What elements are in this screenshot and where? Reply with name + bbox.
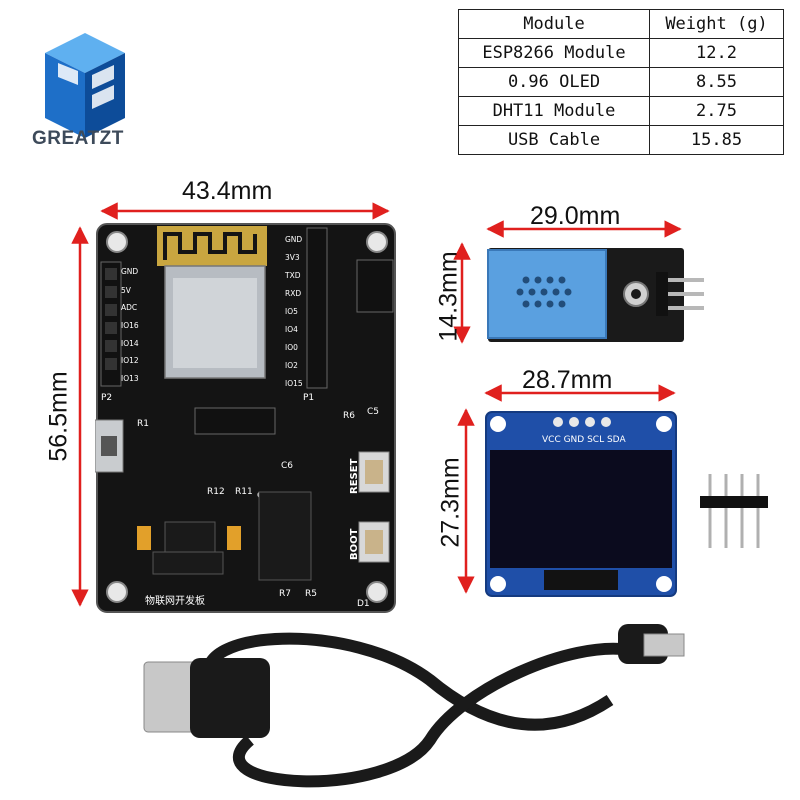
svg-text:BOOT: BOOT [349, 528, 360, 560]
svg-text:R1: R1 [137, 419, 149, 429]
oled-width-label: 28.7mm [522, 366, 613, 394]
usb-cable [143, 624, 685, 788]
svg-text:R5: R5 [305, 589, 317, 599]
pin-label-gnd-left: GND [121, 267, 138, 276]
table-cell-weight: 15.85 [649, 125, 784, 155]
svg-text:R7: R7 [279, 589, 291, 599]
svg-text:TXD: TXD [284, 271, 301, 280]
svg-text:P2: P2 [101, 393, 112, 403]
oled-height-label: 27.3mm [436, 457, 465, 548]
table-row: 0.96 OLED 8.55 [458, 67, 784, 97]
table-row: ESP8266 Module 12.2 [458, 38, 784, 68]
svg-text:5V: 5V [121, 286, 132, 295]
svg-text:IO0: IO0 [285, 343, 298, 352]
svg-text:物联网开发板: 物联网开发板 [145, 594, 205, 607]
svg-text:RESET: RESET [349, 458, 360, 494]
table-row: DHT11 Module 2.75 [458, 96, 784, 126]
svg-text:C6: C6 [281, 461, 293, 471]
board-width-label: 43.4mm [182, 177, 273, 205]
svg-text:ADC: ADC [121, 303, 137, 312]
svg-text:3V3: 3V3 [285, 253, 300, 262]
oled-pin-labels: VCC GND SCL SDA [542, 435, 626, 445]
svg-text:IO14: IO14 [121, 339, 139, 348]
table-cell-module: USB Cable [458, 125, 650, 155]
svg-text:R6: R6 [343, 411, 355, 421]
table-row: USB Cable 15.85 [458, 125, 784, 155]
svg-text:IO15: IO15 [285, 379, 303, 388]
table-header-row: Module Weight (g) [458, 9, 784, 39]
table-cell-module: 0.96 OLED [458, 67, 650, 97]
pin-header [700, 474, 768, 548]
weight-table: Module Weight (g) ESP8266 Module 12.2 0.… [458, 9, 784, 155]
greatzt-logo [45, 33, 125, 138]
svg-text:P1: P1 [303, 393, 314, 403]
dht-width-label: 29.0mm [530, 202, 621, 230]
svg-text:R12: R12 [207, 487, 225, 497]
table-cell-module: DHT11 Module [458, 96, 650, 126]
svg-text:IO4: IO4 [285, 325, 298, 334]
svg-text:IO13: IO13 [121, 374, 139, 383]
svg-text:D1: D1 [357, 599, 370, 609]
table-cell-module: ESP8266 Module [458, 38, 650, 68]
oled-module: VCC GND SCL SDA [485, 411, 677, 597]
svg-text:RXD: RXD [285, 289, 301, 298]
svg-text:IO12: IO12 [121, 356, 139, 365]
brand-name: GREATZT [32, 128, 124, 149]
table-cell-weight: 2.75 [649, 96, 784, 126]
table-cell-weight: 12.2 [649, 38, 784, 68]
table-header-module: Module [458, 9, 650, 39]
svg-text:R11: R11 [235, 487, 253, 497]
board-height-label: 56.5mm [44, 371, 73, 462]
svg-text:IO16: IO16 [121, 321, 139, 330]
dht11-module [487, 248, 704, 342]
dht-height-label: 14.3mm [434, 251, 463, 342]
table-header-weight: Weight (g) [649, 9, 784, 39]
table-cell-weight: 8.55 [649, 67, 784, 97]
svg-text:IO5: IO5 [285, 307, 298, 316]
svg-text:C5: C5 [367, 407, 379, 417]
svg-text:GND: GND [285, 235, 302, 244]
svg-text:IO2: IO2 [285, 361, 298, 370]
